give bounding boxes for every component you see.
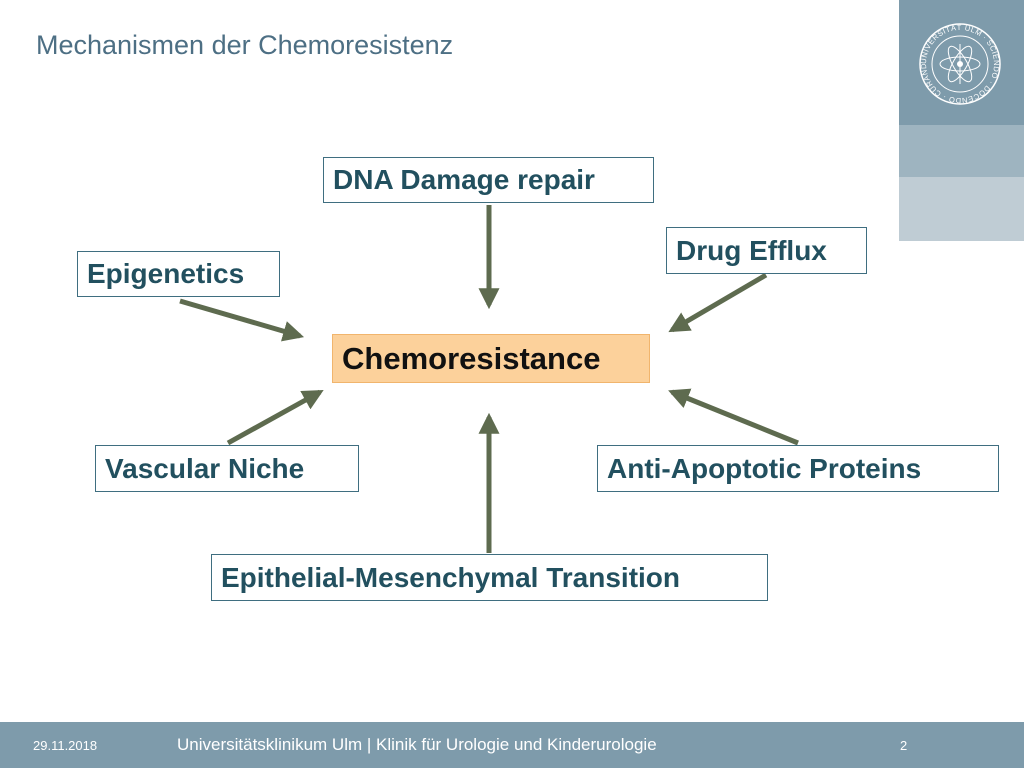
arrow-vascular-niche — [226, 389, 324, 446]
node-epithelial-mesenchymal-transition: Epithelial-Mesenchymal Transition — [211, 554, 768, 601]
node-anti-apoptotic-proteins: Anti-Apoptotic Proteins — [597, 445, 999, 492]
arrows-layer — [179, 205, 799, 553]
footer-date: 29.11.2018 — [33, 738, 98, 753]
university-seal-logo: UNIVERSITÄT ULM · SCIENDO · DOCENDO · CU… — [918, 22, 1001, 105]
node-dna-damage-repair: DNA Damage repair — [323, 157, 654, 203]
arrow-drug-efflux — [668, 272, 768, 333]
arrow-anti-apoptotic — [668, 388, 799, 446]
node-epigenetics: Epigenetics — [77, 251, 280, 297]
footer-bar: 29.11.2018 Universitätsklinikum Ulm | Kl… — [0, 722, 1024, 768]
arrow-epigenetics — [179, 298, 305, 342]
footer-institution: Universitätsklinikum Ulm | Klinik für Ur… — [177, 735, 657, 754]
node-vascular-niche: Vascular Niche — [95, 445, 359, 492]
side-block-mid — [899, 125, 1024, 177]
side-block-light — [899, 177, 1024, 241]
slide-title: Mechanismen der Chemoresistenz — [36, 30, 454, 60]
node-chemoresistance: Chemoresistance — [332, 334, 650, 383]
node-drug-efflux: Drug Efflux — [666, 227, 867, 274]
page-number: 2 — [900, 738, 908, 753]
